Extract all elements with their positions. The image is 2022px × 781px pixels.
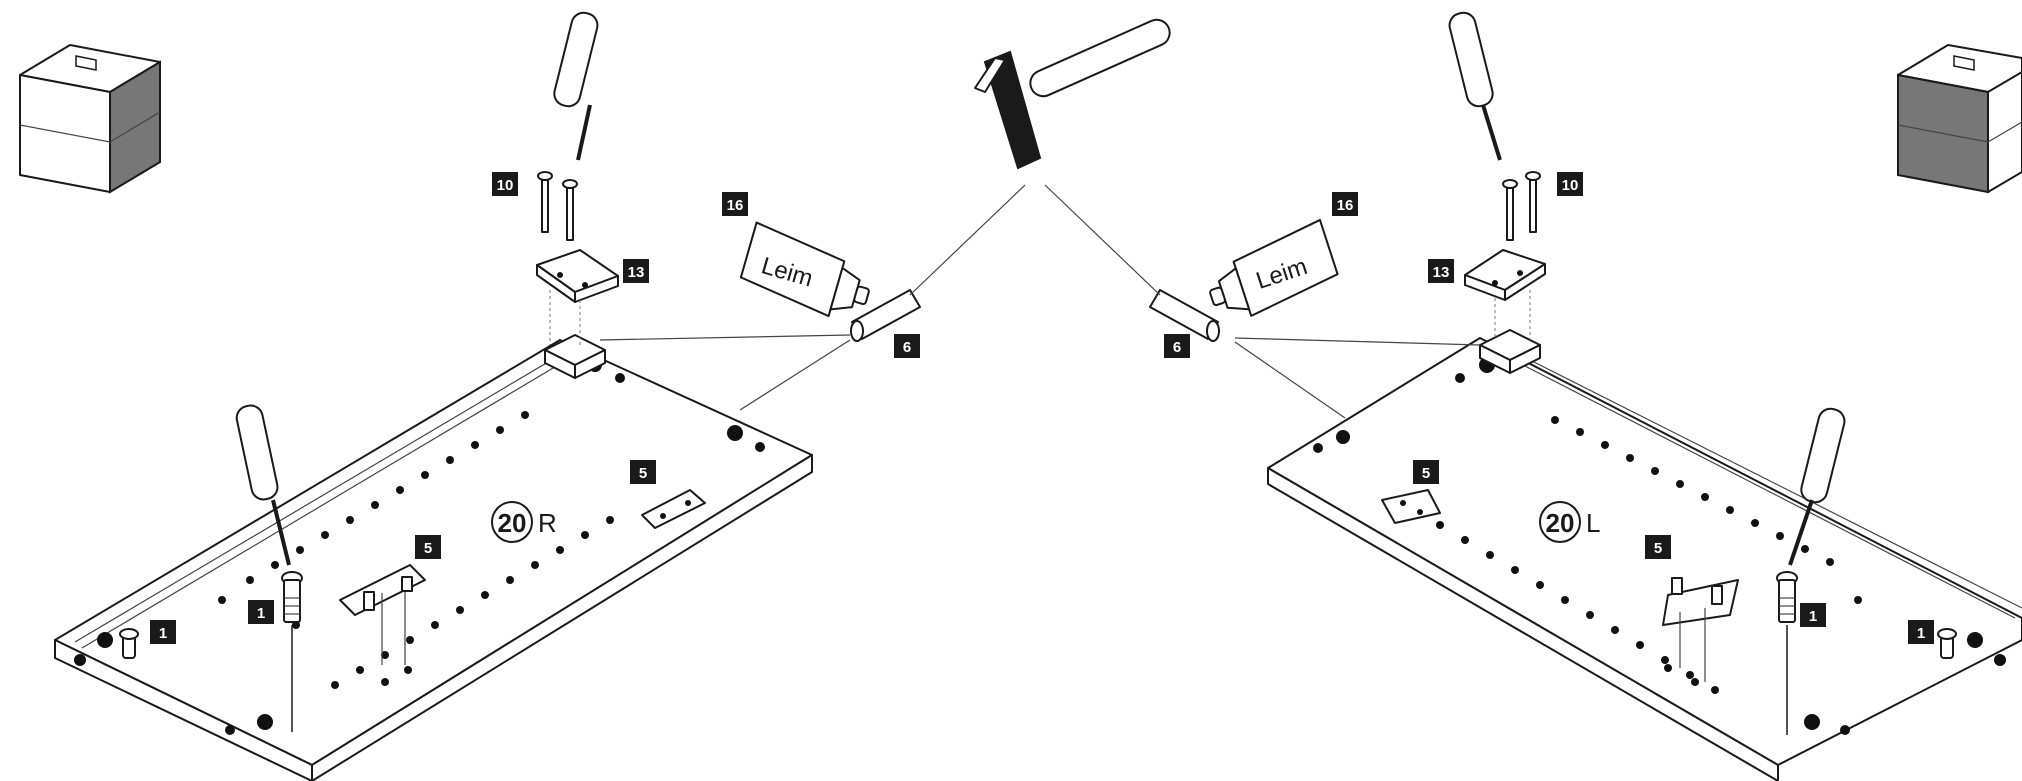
panel-left-number-text: 20 xyxy=(498,508,527,538)
hinge-plate-left-lower xyxy=(339,564,426,665)
part-label-5-left-upper: 5 xyxy=(630,460,656,484)
dowel-left xyxy=(850,289,921,342)
part-label-10-right: 10 xyxy=(1557,172,1583,196)
panel-left xyxy=(54,339,813,781)
svg-text:16: 16 xyxy=(1337,197,1354,214)
screwdriver-icon xyxy=(1448,11,1502,161)
part-label-10-left: 10 xyxy=(492,172,518,196)
screwdriver-icon xyxy=(553,11,599,161)
corner-connector-panel-left xyxy=(544,334,606,379)
panel-left-number: 20 R xyxy=(491,501,557,543)
part-label-16-left: 16 xyxy=(722,192,748,216)
glue-tube-left: Leim xyxy=(739,221,870,318)
svg-text:1: 1 xyxy=(1809,608,1817,625)
part-label-1-right-bolt: 1 xyxy=(1800,603,1826,627)
part-label-5-right-lower: 5 xyxy=(1645,535,1671,559)
svg-text:13: 13 xyxy=(628,264,645,281)
panel-right-side-text: L xyxy=(1586,508,1600,538)
cabinet-thumbnail-left xyxy=(19,44,161,194)
part-label-5-right-upper: 5 xyxy=(1413,460,1439,484)
corner-connector-panel-right xyxy=(1479,329,1541,374)
hinge-plate-left-upper xyxy=(641,489,706,529)
dowel-right xyxy=(1149,289,1220,342)
panel-right-number-text: 20 xyxy=(1546,508,1575,538)
svg-text:6: 6 xyxy=(903,339,911,356)
cabinet-thumbnail-right xyxy=(1897,44,2022,194)
part-label-1-left-edge: 1 xyxy=(150,620,176,644)
screws-right xyxy=(1502,171,1541,241)
part-label-13-right: 13 xyxy=(1428,259,1454,283)
screwdriver-icon xyxy=(235,404,291,566)
svg-text:5: 5 xyxy=(1654,540,1662,557)
part-label-13-left: 13 xyxy=(623,259,649,283)
svg-text:10: 10 xyxy=(1562,177,1579,194)
svg-text:1: 1 xyxy=(257,605,265,622)
svg-text:1: 1 xyxy=(159,625,167,642)
part-label-5-left-lower: 5 xyxy=(415,535,441,559)
panel-left-holes xyxy=(74,358,765,735)
panel-right-number: 20 L xyxy=(1539,501,1600,543)
corner-bracket-right xyxy=(1464,249,1546,340)
cam-bolt-right xyxy=(1776,571,1798,735)
panel-left-side-text: R xyxy=(538,508,557,538)
hinge-plate-right-lower xyxy=(1662,577,1739,682)
cam-dowel-left-edge xyxy=(119,628,139,659)
svg-text:1: 1 xyxy=(1917,625,1925,642)
corner-bracket-left xyxy=(536,249,619,345)
svg-text:5: 5 xyxy=(424,540,432,557)
leader-lines-left xyxy=(599,184,1026,411)
svg-text:5: 5 xyxy=(1422,465,1430,482)
screwdriver-icon xyxy=(1788,407,1846,566)
screws-left xyxy=(537,171,578,241)
glue-tube-right: Leim xyxy=(1209,218,1339,317)
part-label-16-right: 16 xyxy=(1332,192,1358,216)
svg-text:16: 16 xyxy=(727,197,744,214)
part-label-6-right: 6 xyxy=(1164,334,1190,358)
cam-bolt-left xyxy=(281,571,303,732)
svg-text:5: 5 xyxy=(639,465,647,482)
hammer-icon xyxy=(974,18,1171,170)
panel-right xyxy=(1267,337,2022,781)
svg-text:13: 13 xyxy=(1433,264,1450,281)
svg-text:10: 10 xyxy=(497,177,514,194)
hinge-plate-right-upper xyxy=(1381,489,1441,524)
part-label-1-right-edge: 1 xyxy=(1908,620,1934,644)
cam-dowel-right-edge xyxy=(1937,628,1957,659)
leader-lines-right xyxy=(1044,184,1481,419)
part-label-1-left-bolt: 1 xyxy=(248,600,274,624)
svg-text:6: 6 xyxy=(1173,339,1181,356)
part-label-6-left: 6 xyxy=(894,334,920,358)
